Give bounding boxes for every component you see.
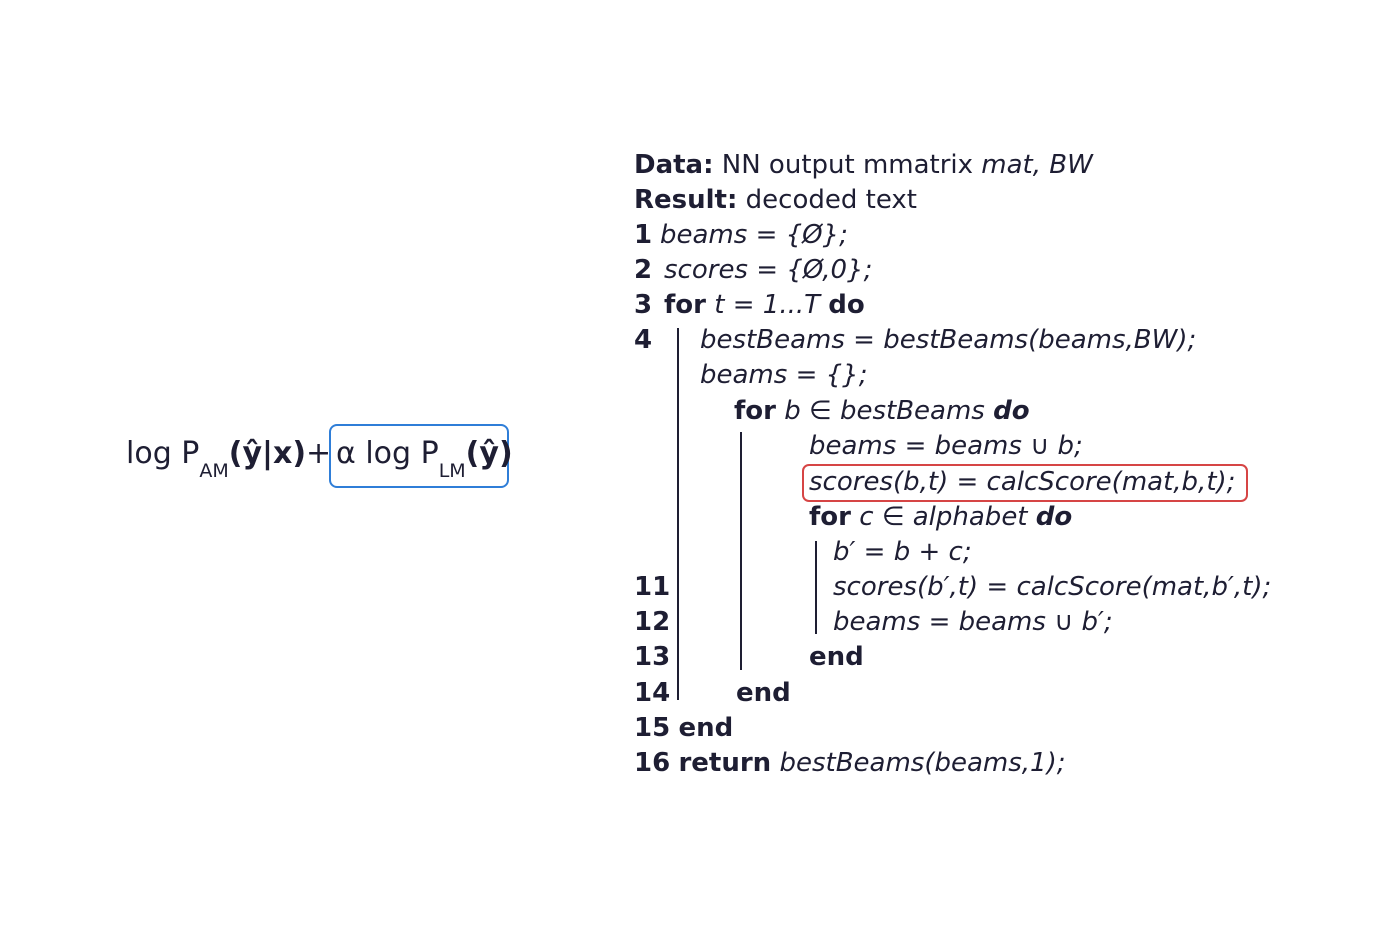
am-term: log PAM(ŷ|x): [126, 436, 307, 482]
line-12-text: beams = beams ∪ b′;: [833, 607, 1113, 637]
lm-log: log P: [365, 436, 439, 471]
line-13-code: end: [809, 641, 864, 673]
end-keyword: end: [736, 678, 791, 708]
end-keyword: end: [678, 713, 734, 743]
line-7-code: beams = beams ∪ b;: [809, 430, 1083, 462]
loop-var-t: t = 1...T: [714, 290, 820, 320]
line-2-code: scores = {Ø,0};: [664, 254, 872, 286]
do-keyword: do: [828, 290, 865, 320]
line-4-text: bestBeams = bestBeams(beams,BW);: [700, 325, 1197, 355]
data-label: Data:: [634, 150, 714, 180]
am-argument: (ŷ|x): [228, 436, 307, 471]
line-5-code: beams = {};: [700, 359, 867, 391]
am-subscript: AM: [199, 460, 229, 482]
outer-loop-scope-bar: [677, 328, 679, 700]
line-4-code: bestBeams = bestBeams(beams,BW);: [700, 324, 1196, 356]
line-number-11: 11: [634, 572, 671, 602]
loop-var-b: b ∈ bestBeams: [784, 396, 985, 426]
for-keyword: for: [734, 396, 776, 426]
line-number-1: 1: [634, 220, 653, 250]
line-15-code: 15 end: [634, 712, 733, 744]
line-number-3: 3: [634, 290, 653, 320]
lm-term: α log PLM(ŷ): [336, 436, 513, 482]
data-line: Data: NN output mmatrix mat, BW: [634, 149, 1093, 181]
lm-argument: (ŷ): [465, 436, 513, 471]
for-keyword: for: [664, 290, 706, 320]
line-16-code: 16 return bestBeams(beams,1);: [634, 747, 1066, 779]
end-keyword: end: [809, 642, 864, 672]
line-11-code: scores(b′,t) = calcScore(mat,b′,t);: [833, 571, 1271, 603]
line-number-2: 2: [634, 255, 653, 285]
line-14-code: end: [736, 677, 791, 709]
line-3-code: for t = 1...T do: [664, 289, 865, 321]
line-number-4: 4: [634, 325, 653, 355]
line-10-text: b′ = b + c;: [833, 537, 972, 567]
return-value: bestBeams(beams,1);: [779, 748, 1066, 778]
line-1-code: beams = {Ø};: [660, 219, 848, 251]
lm-subscript: LM: [438, 460, 466, 482]
line-number-16: 16: [634, 748, 671, 778]
result-text: decoded text: [745, 185, 917, 215]
lm-alpha: α: [336, 436, 356, 471]
return-keyword: return: [678, 748, 772, 778]
line-6-code: for b ∈ bestBeams do: [734, 395, 1030, 427]
lm-term-highlight-box: [329, 424, 509, 488]
data-text: NN output mmatrix: [721, 150, 974, 180]
line-1-text: beams = {Ø};: [660, 220, 848, 250]
line-8-text: scores(b,t) = calcScore(mat,b,t);: [809, 467, 1236, 497]
line-number-15: 15: [634, 713, 671, 743]
do-keyword: do: [1035, 502, 1073, 532]
line-number-14: 14: [634, 678, 671, 708]
beam-loop-scope-bar: [740, 432, 742, 670]
for-keyword: for: [809, 502, 851, 532]
alphabet-loop-scope-bar: [815, 541, 817, 634]
data-vars: mat, BW: [981, 150, 1093, 180]
calc-score-highlight-box: [802, 464, 1248, 502]
loop-var-c: c ∈ alphabet: [859, 502, 1028, 532]
line-2-text: scores = {Ø,0};: [664, 255, 873, 285]
line-8-code: scores(b,t) = calcScore(mat,b,t);: [809, 466, 1235, 498]
do-keyword: do: [993, 396, 1030, 426]
result-label: Result:: [634, 185, 738, 215]
line-11-text: scores(b′,t) = calcScore(mat,b′,t);: [833, 572, 1272, 602]
line-number-13: 13: [634, 642, 671, 672]
line-7-text: beams = beams ∪ b;: [809, 431, 1083, 461]
line-5-text: beams = {};: [700, 360, 868, 390]
result-line: Result: decoded text: [634, 184, 917, 216]
plus-sign: +: [306, 436, 332, 471]
line-12-code: beams = beams ∪ b′;: [833, 606, 1113, 638]
line-10-code: b′ = b + c;: [833, 536, 972, 568]
am-log: log P: [126, 436, 200, 471]
line-number-12: 12: [634, 607, 671, 637]
line-9-code: for c ∈ alphabet do: [809, 501, 1072, 533]
